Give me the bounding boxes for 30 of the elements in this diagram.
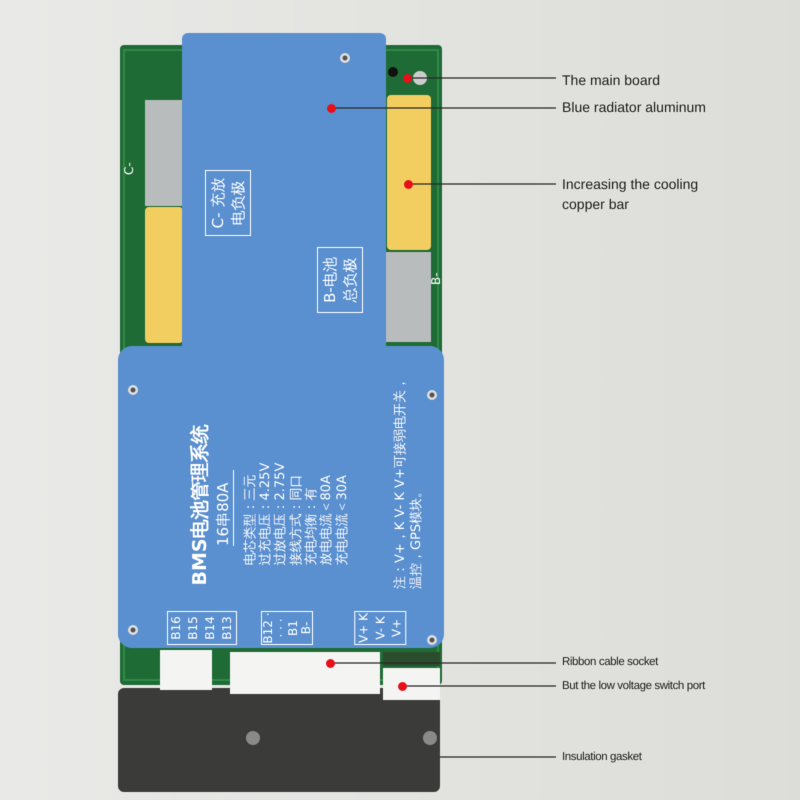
- note-text: 注：V+，K V- K V+可接弱电开关，温控，GPS模块。: [393, 376, 425, 589]
- pin-label: V+ K V- K V+: [354, 611, 406, 645]
- pin-label: B16 B15 B14 B13: [167, 611, 237, 645]
- callout-label: Ribbon cable socket: [562, 652, 658, 672]
- spec-text: 电芯类型：三元: [242, 474, 258, 566]
- insulation-gasket: [118, 688, 440, 792]
- leader-line: [412, 77, 556, 79]
- callout-label: Insulation gasket: [562, 747, 642, 767]
- spec-text: 充电电流＜30A: [334, 474, 351, 566]
- spec-text: 放电电流＜80A: [318, 474, 335, 566]
- terminal-label: C- 充放电负极: [205, 170, 251, 236]
- leader-line: [440, 756, 556, 758]
- callout-label: The main board: [562, 70, 660, 90]
- spec-text: 接线方式：同口: [288, 474, 304, 566]
- terminal-label: B-电池总负极: [317, 247, 363, 313]
- board-title: BMS电池管理系统: [188, 423, 212, 586]
- leader-line: [336, 107, 556, 109]
- silkscreen-label: C-: [122, 161, 136, 175]
- leader-line: [407, 685, 556, 687]
- silkscreen-label: B-: [429, 271, 443, 285]
- board-subtitle: 16串80A: [214, 470, 234, 546]
- spec-text: 过放电压：2.75V: [272, 462, 289, 566]
- callout-label: But the low voltage switch port: [562, 676, 705, 696]
- callout-label: Blue radiator aluminum: [562, 97, 706, 117]
- pin-label: B12 · · · · B1 B-: [261, 611, 313, 645]
- callout-label: Increasing the cooling copper bar: [562, 174, 737, 214]
- spec-text: 过充电压：4.25V: [257, 462, 273, 566]
- leader-line: [413, 183, 556, 185]
- leader-line: [335, 662, 556, 664]
- spec-text: 充电均衡：有: [303, 486, 319, 566]
